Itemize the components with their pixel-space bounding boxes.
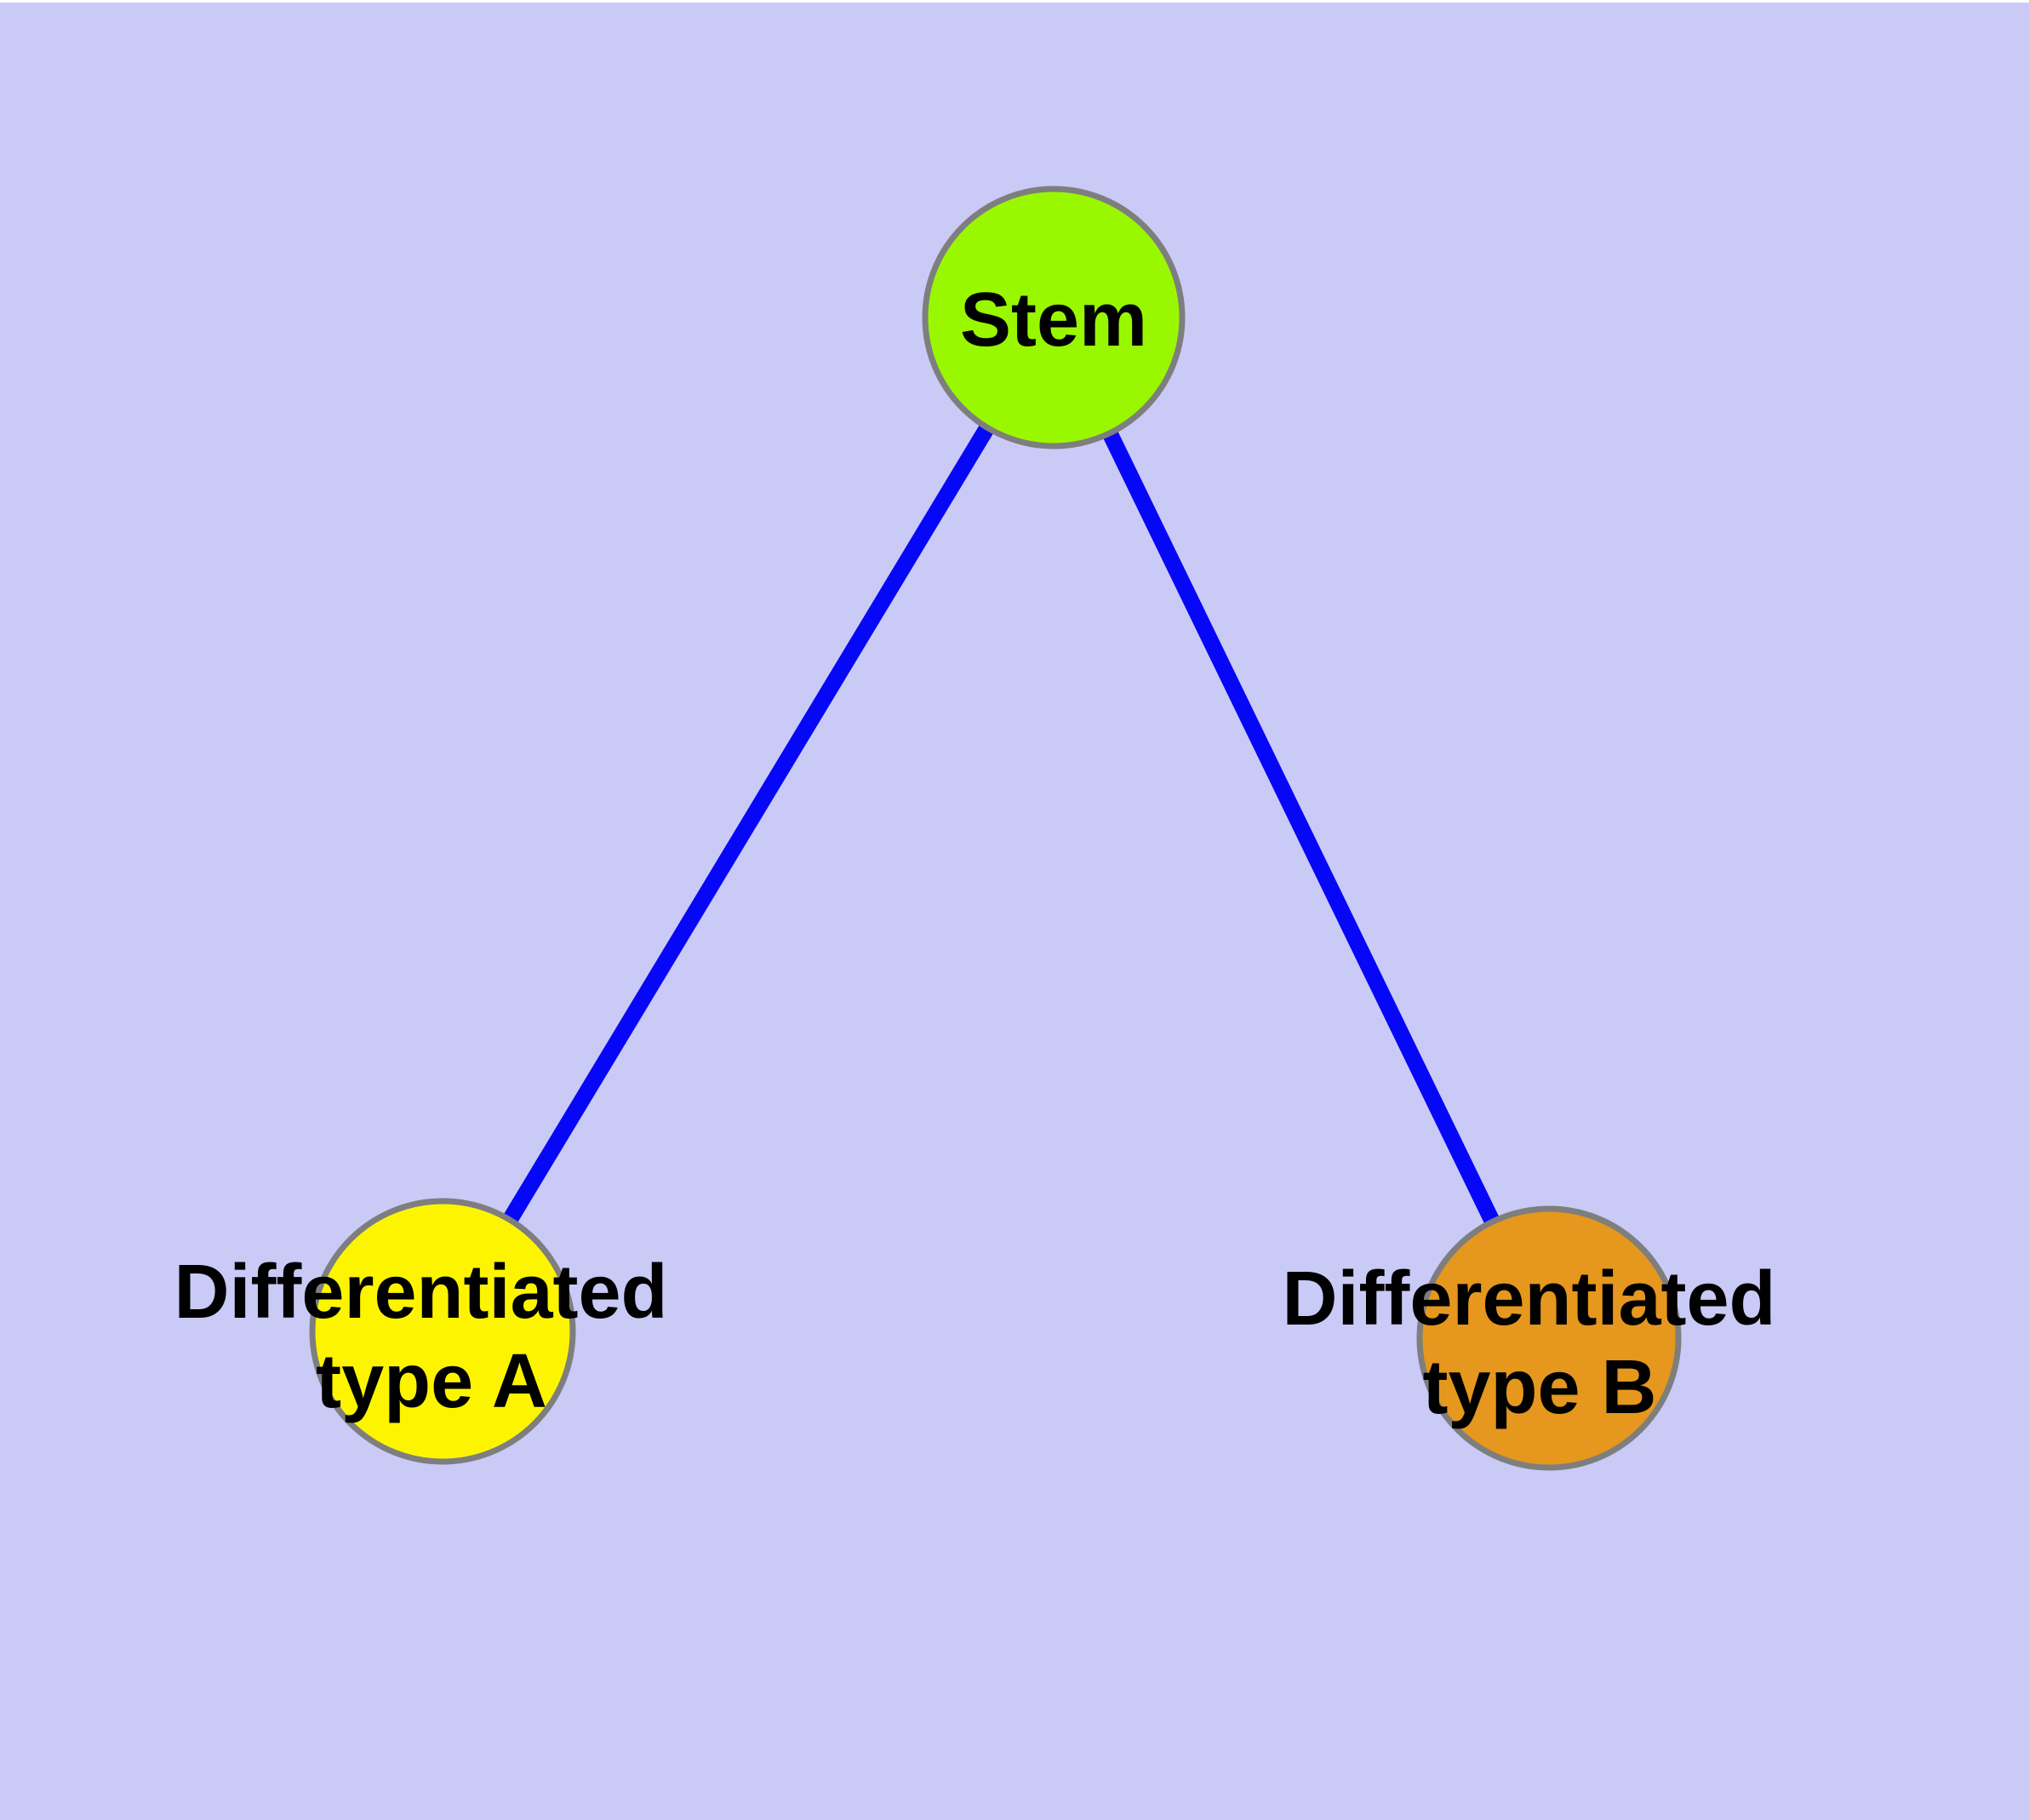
- canvas-top-border: [0, 0, 2029, 3]
- edge-stem-to-type-b: [1046, 313, 1557, 1342]
- node-stem: [922, 186, 1186, 449]
- edge-stem-to-type-a: [435, 313, 1061, 1336]
- node-type-b-label-line1: Differentiated: [1282, 1256, 1775, 1342]
- node-type-a-label-line1: Differentiated: [174, 1250, 667, 1335]
- node-type-a: [309, 1198, 576, 1465]
- node-type-b-label-line2: type B: [1422, 1345, 1656, 1430]
- node-type-b: [1416, 1205, 1682, 1471]
- node-type-a-label-line2: type A: [316, 1339, 547, 1424]
- node-stem-label: Stem: [960, 278, 1147, 363]
- node-type-b-label: Differentiated type B: [1282, 1256, 1797, 1430]
- node-type-a-label: Differentiated type A: [174, 1250, 689, 1424]
